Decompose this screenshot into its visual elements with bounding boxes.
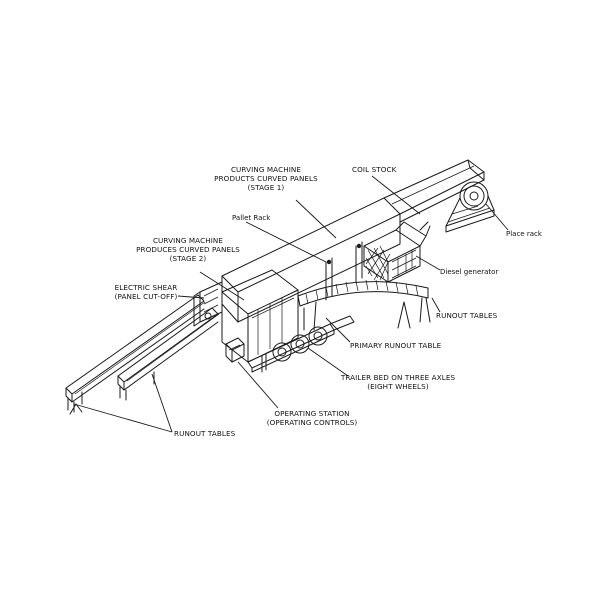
trailer-bed-label-line1: TRAILER BED ON THREE AXLES	[340, 373, 456, 382]
curving-machine-body	[193, 197, 401, 363]
trailer-bed	[247, 315, 355, 373]
trailer-wheels	[261, 326, 328, 373]
curving-stage1-label-line2: PRODUCTS CURVED PANELS	[214, 174, 318, 183]
curving-stage2-label-line3: (STAGE 2)	[170, 254, 207, 263]
right-runout-legs	[397, 301, 411, 329]
curving-stage2-label-line1: CURVING MACHINE	[153, 236, 223, 245]
diesel-generator	[363, 221, 431, 283]
primary-runout-table-label: PRIMARY RUNOUT TABLE	[350, 341, 442, 350]
electric-shear-label-line1: ELECTRIC SHEAR	[115, 283, 178, 292]
operating-station	[225, 337, 245, 363]
coil-stock-label: COIL STOCK	[352, 165, 397, 174]
diesel-generator-label: Diesel generator	[440, 268, 498, 276]
operating-station-label-line2: (OPERATING CONTROLS)	[267, 418, 358, 427]
curving-stage1-label-line1: CURVING MACHINE	[231, 165, 301, 174]
pallet-rack	[325, 241, 363, 301]
operating-station-label-line1: OPERATING STATION	[274, 409, 349, 418]
place-rack-label: Place rack	[506, 230, 543, 238]
labels: COIL STOCK CURVING MACHINE PRODUCTS CURV…	[115, 165, 543, 438]
primary-runout-table	[297, 279, 431, 331]
leader-lines	[73, 175, 509, 433]
curving-stage1-label-line3: (STAGE 1)	[248, 183, 285, 192]
pallet-rack-label: Pallet Rack	[232, 214, 271, 222]
place-rack	[445, 181, 495, 233]
electric-shear-label-line2: (PANEL CUT-OFF)	[115, 292, 178, 301]
curving-stage2-label-line2: PRODUCES CURVED PANELS	[136, 245, 240, 254]
trailer-bed-label-line2: (EIGHT WHEELS)	[367, 382, 429, 391]
runout-tables-left-label: RUNOUT TABLES	[174, 429, 236, 438]
left-runout-tables	[65, 294, 220, 415]
runout-tables-right-label: RUNOUT TABLES	[436, 311, 498, 320]
